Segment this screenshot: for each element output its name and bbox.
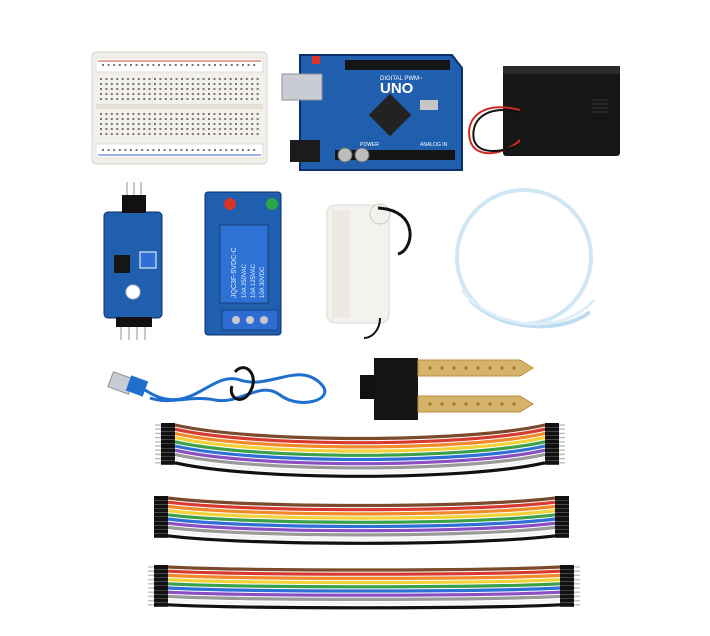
tubing — [455, 188, 596, 329]
uno-power-label: POWER — [360, 142, 379, 148]
usb-cable — [107, 366, 327, 404]
relay-rating-2: 10A 125VAC — [251, 263, 257, 298]
sensor-module — [103, 182, 163, 340]
relay-module: JQC3F-5VDC-C 10A 250VAC 10A 125VAC 10A 3… — [204, 191, 282, 336]
uno-label: UNO — [380, 80, 414, 97]
jumper-wires-fm — [148, 565, 580, 610]
battery-box — [468, 66, 620, 156]
uno-digital-label: DIGITAL PWM~ — [380, 76, 423, 82]
jumper-wires-mm — [154, 496, 569, 545]
water-pump — [326, 203, 412, 339]
relay-model-label: JQC3F-5VDC-C — [231, 247, 238, 298]
soil-probe — [360, 358, 534, 420]
uno-board: UNO DIGITAL PWM~ ANALOG IN POWER — [281, 54, 463, 171]
relay-rating-1: 10A 250VAC — [242, 263, 248, 298]
uno-analog-label: ANALOG IN — [420, 142, 448, 148]
breadboard — [91, 51, 268, 165]
relay-rating-3: 10A 30VDC — [260, 266, 266, 298]
jumper-wires-ff — [155, 423, 565, 478]
